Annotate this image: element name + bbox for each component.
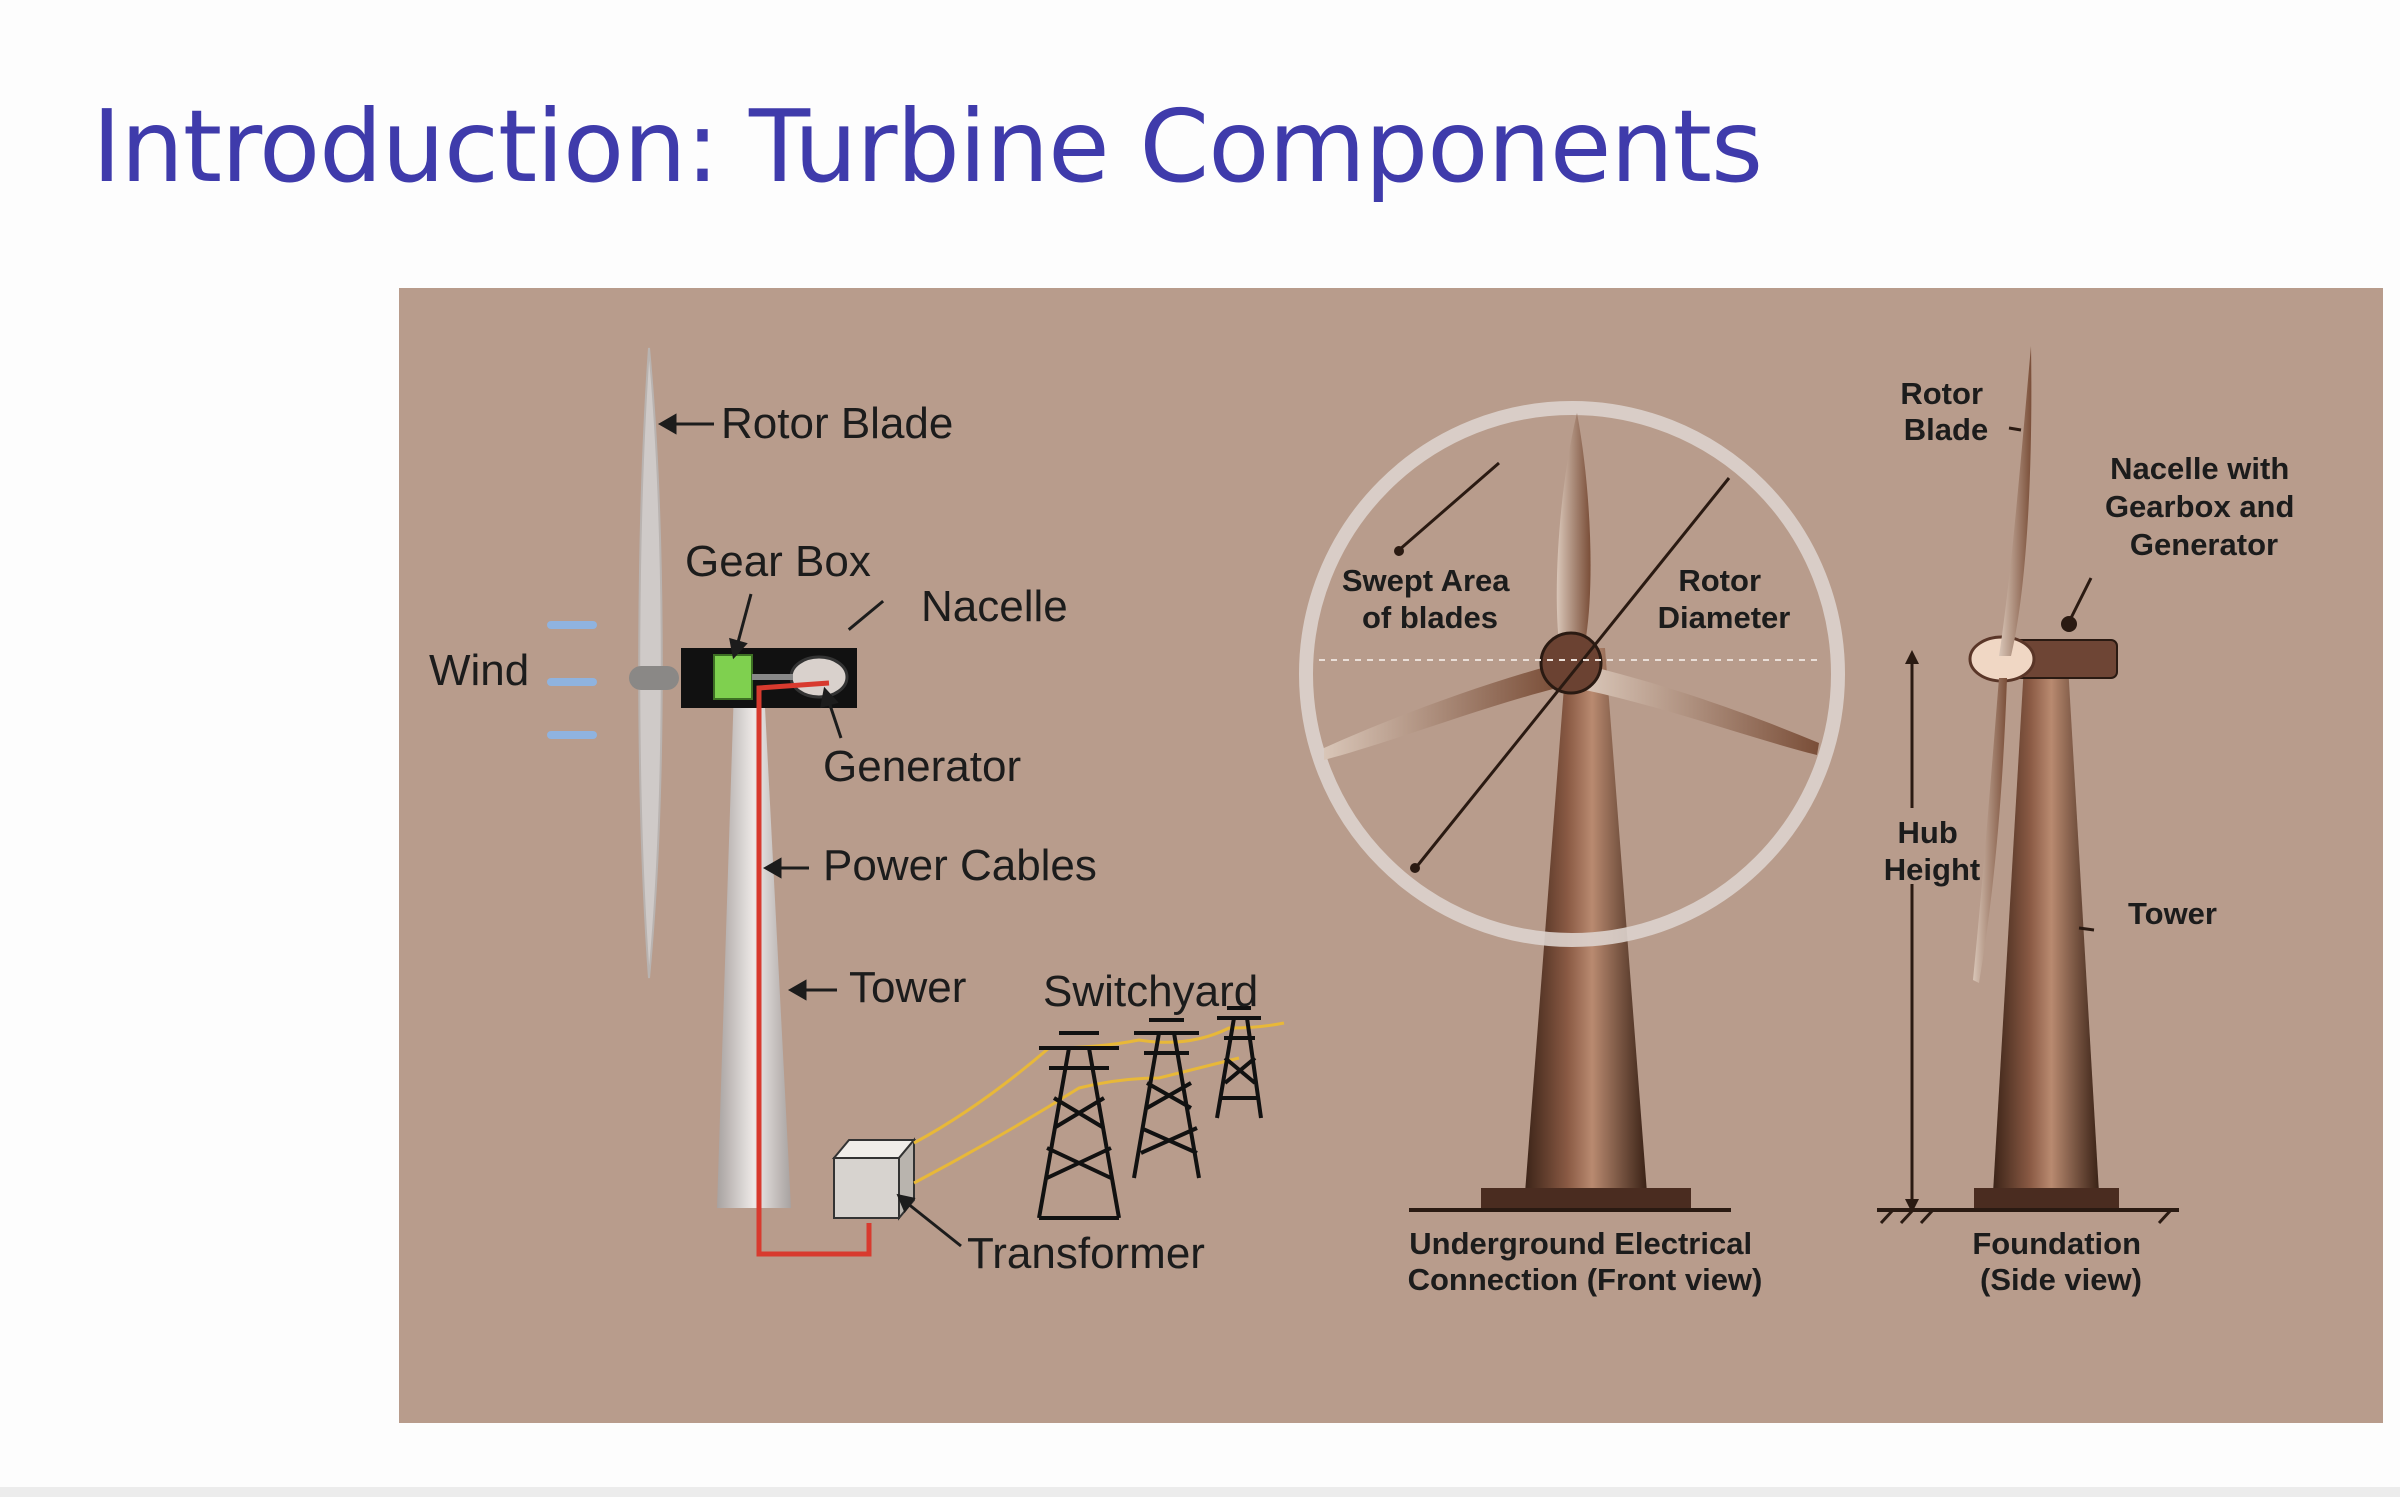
gearbox-shape [713, 654, 753, 700]
label-rotor-diameter: Rotor Diameter [1658, 563, 1791, 635]
pointer-arrows [657, 413, 962, 1248]
tower-shape [717, 688, 791, 1208]
label-nacelle: Nacelle [921, 582, 1068, 631]
rotor-blade-shape [638, 347, 663, 979]
label-switchyard: Switchyard [1043, 967, 1258, 1016]
turbine-diagram: Rotor Blade Gear Box Nacelle Wind Genera… [399, 288, 2383, 1423]
front-view-turbine: Swept Area of blades Rotor Diameter Unde… [1299, 401, 1845, 1297]
slide-title: Introduction: Turbine Components [92, 88, 1763, 205]
label-power-cables: Power Cables [823, 841, 1097, 890]
label-swept-area: Swept Area of blades [1342, 563, 1518, 635]
label-wind: Wind [429, 646, 529, 695]
left-turbine: Rotor Blade Gear Box Nacelle Wind Genera… [429, 347, 1285, 1278]
switchyard-pylons [1037, 1006, 1263, 1220]
label-hub-height: Hub Height [1884, 815, 1980, 887]
label-side-rotor-blade: Rotor Blade [1900, 376, 1991, 447]
label-generator: Generator [823, 742, 1021, 791]
power-cable-line [756, 680, 872, 1257]
label-transformer: Transformer [967, 1229, 1205, 1278]
wind-arrows [547, 621, 597, 739]
label-side-nacelle: Nacelle with Gearbox and Generator [2105, 451, 2303, 562]
label-gear-box: Gear Box [685, 537, 871, 586]
label-rotor-blade: Rotor Blade [721, 399, 953, 448]
caption-side-view: Foundation (Side view) [1972, 1226, 2149, 1297]
generator-shape [789, 655, 849, 699]
bottom-strip [0, 1487, 2400, 1497]
side-view-turbine: Rotor Blade Nacelle with Gearbox and Gen… [1877, 346, 2303, 1297]
transmission-lines [913, 1021, 1285, 1185]
swept-area-circle [1299, 401, 1845, 947]
caption-front-view: Underground Electrical Connection (Front… [1408, 1226, 1763, 1297]
label-side-tower: Tower [2128, 896, 2217, 931]
label-tower: Tower [849, 963, 966, 1012]
